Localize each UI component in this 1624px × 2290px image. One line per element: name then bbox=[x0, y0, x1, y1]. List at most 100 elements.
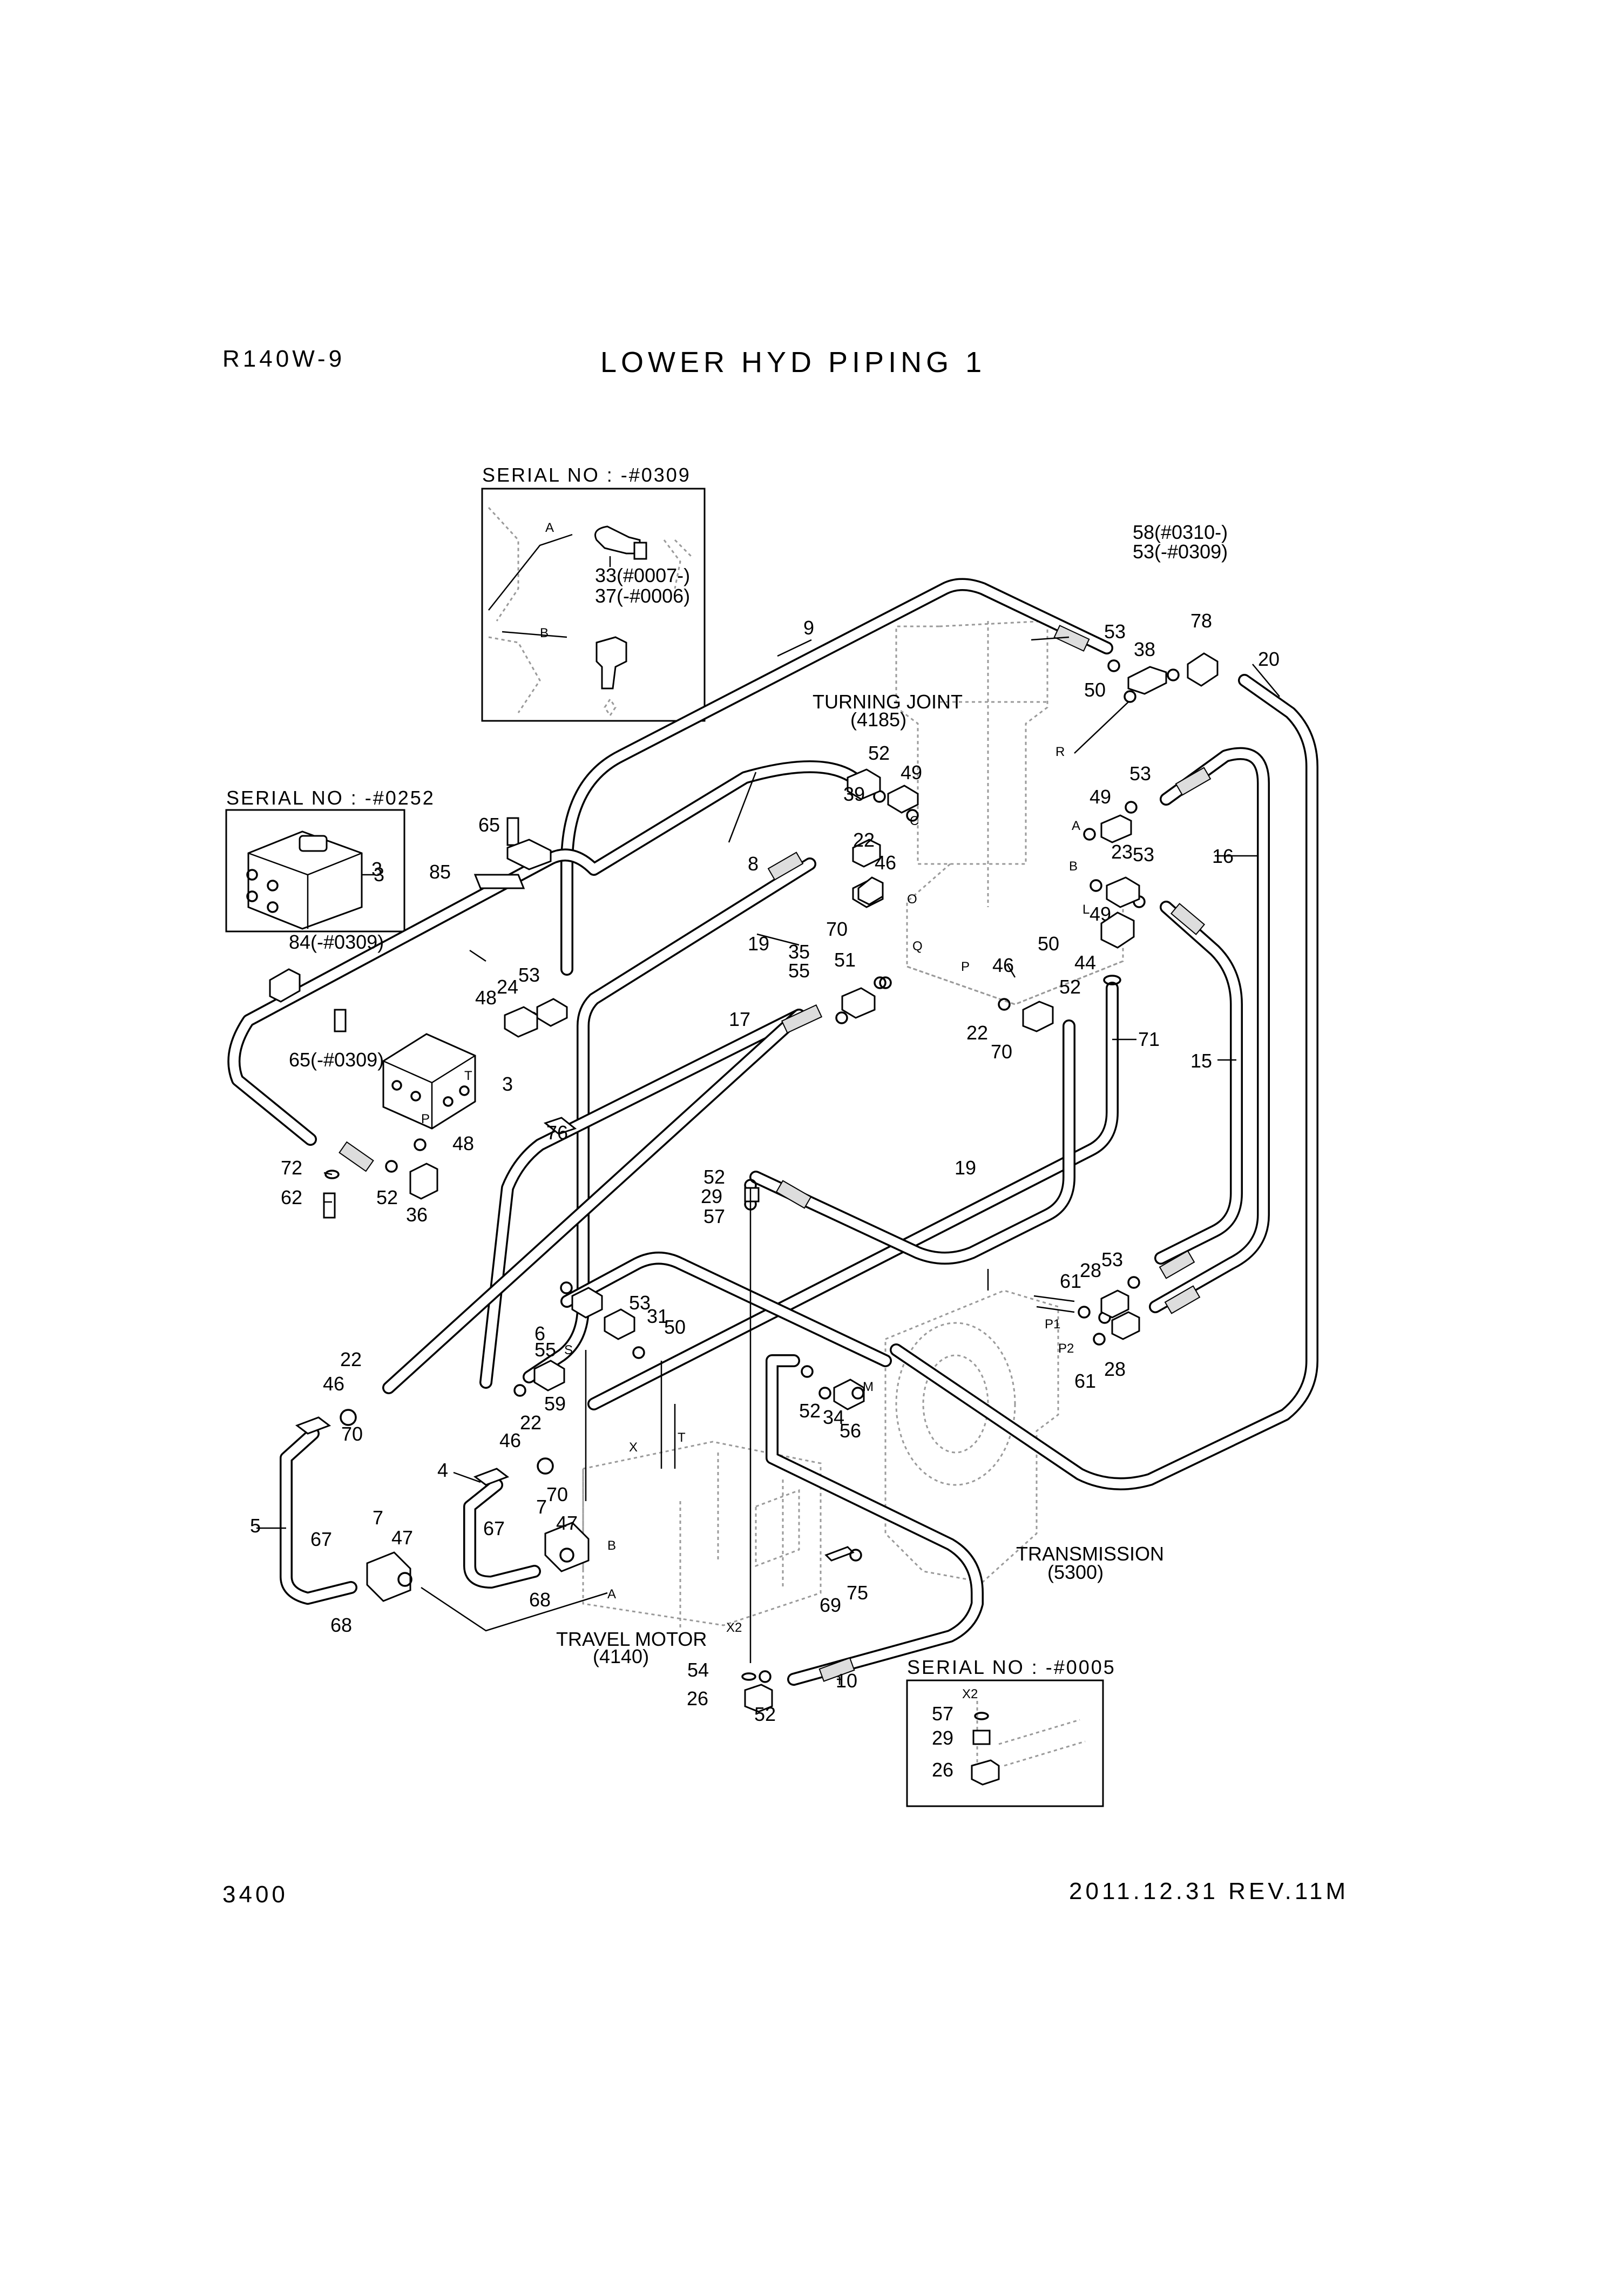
svg-text:26: 26 bbox=[932, 1759, 953, 1781]
svg-text:X2: X2 bbox=[726, 1620, 742, 1635]
svg-text:69: 69 bbox=[820, 1594, 841, 1616]
svg-text:50: 50 bbox=[664, 1316, 686, 1338]
travel-motor-label: TRAVEL MOTOR bbox=[556, 1628, 707, 1650]
svg-text:52: 52 bbox=[703, 1166, 725, 1188]
svg-text:8: 8 bbox=[748, 853, 759, 875]
svg-text:3: 3 bbox=[371, 858, 382, 880]
revision-stamp: 2011.12.31 REV.11M bbox=[1069, 1878, 1349, 1904]
svg-text:28: 28 bbox=[1104, 1358, 1126, 1380]
svg-text:A: A bbox=[545, 521, 554, 535]
svg-text:X2: X2 bbox=[962, 1687, 978, 1701]
svg-text:47: 47 bbox=[391, 1526, 413, 1549]
svg-text:75: 75 bbox=[847, 1582, 868, 1604]
svg-text:4: 4 bbox=[437, 1459, 448, 1481]
svg-text:O: O bbox=[907, 892, 917, 907]
svg-text:44: 44 bbox=[1074, 951, 1096, 974]
svg-text:15: 15 bbox=[1190, 1050, 1212, 1072]
fittings bbox=[269, 652, 1219, 1713]
svg-text:7: 7 bbox=[536, 1496, 547, 1518]
transmission-ref: (5300) bbox=[1047, 1561, 1104, 1583]
turning-joint-ref: (4185) bbox=[850, 708, 906, 731]
svg-text:51: 51 bbox=[834, 949, 856, 971]
svg-text:R: R bbox=[1055, 745, 1065, 759]
svg-text:Q: Q bbox=[912, 939, 923, 954]
svg-text:P1: P1 bbox=[1045, 1317, 1060, 1332]
svg-text:85: 85 bbox=[429, 861, 451, 883]
travel-motor-ref: (4140) bbox=[593, 1645, 649, 1667]
svg-text:68: 68 bbox=[330, 1614, 352, 1636]
svg-text:3: 3 bbox=[502, 1073, 513, 1095]
svg-text:49: 49 bbox=[1090, 786, 1111, 808]
svg-text:T: T bbox=[678, 1430, 686, 1445]
svg-text:53(-#0309): 53(-#0309) bbox=[1133, 541, 1228, 563]
hose-lines bbox=[227, 578, 1318, 1686]
svg-text:6: 6 bbox=[534, 1322, 545, 1345]
svg-text:54: 54 bbox=[687, 1659, 709, 1681]
svg-text:B: B bbox=[607, 1538, 616, 1553]
svg-text:53: 53 bbox=[1129, 762, 1151, 785]
control-valve-block bbox=[382, 1033, 476, 1130]
turning-joint-ghost: TURNING JOINT (4185) bbox=[813, 620, 1124, 1005]
svg-text:34: 34 bbox=[823, 1406, 844, 1428]
svg-text:57: 57 bbox=[703, 1205, 725, 1227]
svg-text:10: 10 bbox=[836, 1670, 857, 1692]
svg-text:70: 70 bbox=[341, 1423, 363, 1445]
svg-text:49: 49 bbox=[901, 761, 922, 783]
inset-serial-0252: SERIAL NO : -#0252 3 bbox=[225, 787, 435, 933]
svg-text:5: 5 bbox=[250, 1515, 261, 1537]
svg-text:16: 16 bbox=[1212, 845, 1234, 867]
svg-text:53: 53 bbox=[1101, 1248, 1123, 1271]
svg-text:70: 70 bbox=[826, 918, 848, 940]
svg-text:53: 53 bbox=[1104, 620, 1126, 643]
svg-text:67: 67 bbox=[483, 1517, 505, 1539]
svg-text:P: P bbox=[961, 960, 970, 974]
svg-text:48: 48 bbox=[475, 987, 497, 1009]
svg-text:55: 55 bbox=[788, 960, 810, 982]
page-number: 3400 bbox=[222, 1881, 288, 1908]
svg-text:50: 50 bbox=[1038, 933, 1059, 955]
svg-text:36: 36 bbox=[406, 1204, 428, 1226]
svg-text:78: 78 bbox=[1190, 610, 1212, 632]
leader-lines bbox=[256, 636, 1280, 1685]
svg-text:59: 59 bbox=[544, 1393, 566, 1415]
svg-text:55: 55 bbox=[534, 1339, 556, 1361]
svg-text:S: S bbox=[564, 1343, 573, 1357]
svg-text:53: 53 bbox=[629, 1292, 651, 1314]
svg-text:52: 52 bbox=[868, 742, 890, 764]
hose-ends bbox=[339, 625, 1212, 1682]
svg-text:23: 23 bbox=[1111, 841, 1133, 863]
svg-text:28: 28 bbox=[1080, 1259, 1101, 1281]
svg-text:22: 22 bbox=[853, 829, 875, 851]
svg-text:X: X bbox=[629, 1440, 638, 1455]
svg-text:62: 62 bbox=[281, 1186, 302, 1208]
svg-text:72: 72 bbox=[281, 1157, 302, 1179]
page-title: LOWER HYD PIPING 1 bbox=[600, 346, 986, 379]
svg-text:57: 57 bbox=[932, 1703, 953, 1725]
inset-serial-0309: SERIAL NO : -#0309 A B 33(#0007-) 37(-#0… bbox=[481, 464, 706, 722]
inset-title-0252: SERIAL NO : -#0252 bbox=[226, 787, 435, 809]
model-code: R140W-9 bbox=[222, 346, 346, 372]
turning-joint-label: TURNING JOINT bbox=[813, 691, 963, 713]
svg-text:65: 65 bbox=[478, 814, 500, 836]
svg-text:46: 46 bbox=[875, 852, 896, 874]
svg-text:A: A bbox=[1072, 819, 1080, 833]
svg-text:3: 3 bbox=[374, 863, 384, 886]
svg-text:47: 47 bbox=[556, 1512, 578, 1534]
svg-text:67: 67 bbox=[310, 1528, 332, 1550]
svg-text:56: 56 bbox=[840, 1420, 861, 1442]
svg-text:C: C bbox=[910, 814, 919, 828]
svg-text:61: 61 bbox=[1060, 1270, 1081, 1292]
svg-text:22: 22 bbox=[340, 1348, 362, 1370]
svg-text:31: 31 bbox=[647, 1305, 668, 1327]
svg-text:P2: P2 bbox=[1058, 1341, 1074, 1356]
part-number-callouts: 9 58(#0310-) 53(-#0309) 78 53 38 50 20 5… bbox=[250, 521, 1280, 1725]
svg-text:22: 22 bbox=[520, 1411, 542, 1434]
svg-text:46: 46 bbox=[323, 1373, 344, 1395]
svg-text:70: 70 bbox=[991, 1041, 1012, 1063]
svg-text:61: 61 bbox=[1074, 1370, 1096, 1392]
svg-text:29: 29 bbox=[701, 1185, 722, 1207]
svg-text:20: 20 bbox=[1258, 648, 1280, 670]
svg-text:48: 48 bbox=[452, 1132, 474, 1154]
svg-text:7: 7 bbox=[373, 1507, 383, 1529]
svg-text:33(#0007-): 33(#0007-) bbox=[595, 564, 690, 586]
